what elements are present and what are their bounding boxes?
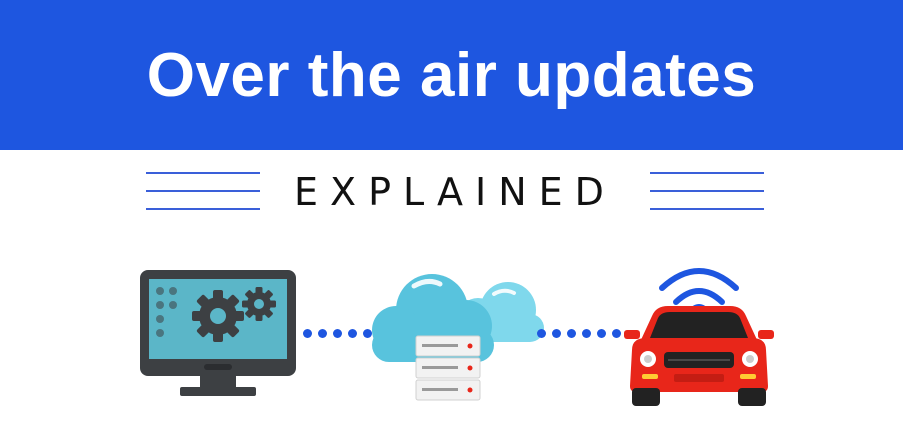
connected-car-icon [624,268,774,406]
computer-monitor-icon [140,270,296,396]
gear-icon [192,287,276,342]
page-title: Over the air updates [146,41,757,110]
wifi-icon [659,268,739,305]
header-banner [0,0,903,150]
divider-lines-right [650,172,764,210]
divider-lines-left [146,172,260,210]
subtitle: EXPLAINED [294,170,616,214]
cloud-server-icon [372,274,544,401]
